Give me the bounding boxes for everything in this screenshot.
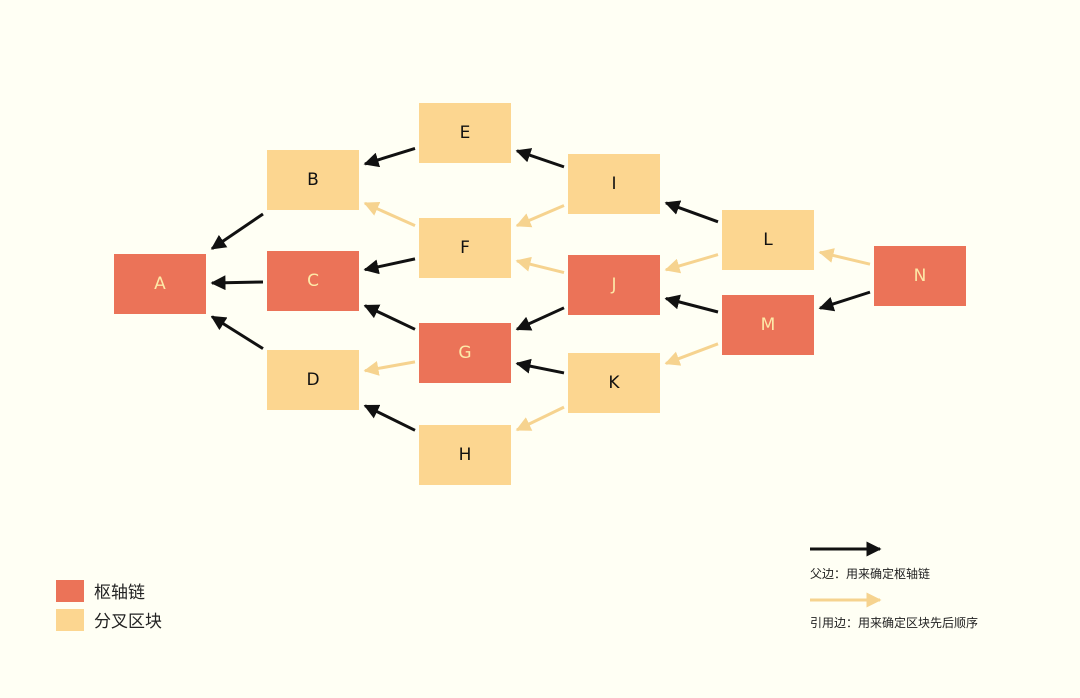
block-j: J (568, 255, 660, 315)
block-label-f: F (460, 238, 470, 258)
ref-edge-n-l (818, 248, 871, 266)
parent-edge-c-a (210, 275, 264, 291)
block-box-n (874, 246, 966, 306)
block-c: C (267, 251, 359, 311)
block-f: F (419, 218, 511, 278)
block-label-l: L (763, 230, 773, 250)
block-box-h (419, 425, 511, 485)
legend-pivot-swatch (56, 579, 84, 602)
parent-edge-m-j (664, 294, 719, 314)
legend-branch-label: 分叉区块 (94, 612, 162, 632)
block-label-k: K (608, 373, 620, 393)
block-d: D (267, 350, 359, 410)
parent-edge-k-g (515, 358, 565, 375)
block-n: N (874, 246, 966, 306)
legend-ref-edge-label: 引用边：用来确定区块先后顺序 (810, 616, 979, 630)
ref-edge-k-h (515, 405, 565, 432)
block-label-g: G (458, 343, 471, 363)
ref-edge-i-f (515, 204, 565, 228)
block-box-j (568, 255, 660, 315)
parent-edge-j-g (515, 306, 565, 331)
legend-pivot-label: 枢轴链 (94, 583, 145, 603)
block-box-l (722, 210, 814, 270)
block-i: I (568, 154, 660, 214)
block-a: A (114, 254, 206, 314)
ref-edge-f-b (363, 201, 416, 228)
ref-edge-g-d (363, 360, 416, 376)
block-label-j: J (610, 275, 616, 295)
block-box-k (568, 353, 660, 413)
block-m: M (722, 295, 814, 355)
block-box-i (568, 154, 660, 214)
nodes-layer: A B C D E F G H I J K L M N (114, 103, 966, 485)
parent-edge-i-e (515, 148, 565, 169)
block-box-c (267, 251, 359, 311)
parent-edge-g-c (363, 304, 416, 331)
parent-edge-h-d (363, 404, 416, 432)
parent-edge-l-i (664, 200, 719, 224)
block-h: H (419, 425, 511, 485)
block-box-a (114, 254, 206, 314)
block-box-g (419, 323, 511, 383)
block-l: L (722, 210, 814, 270)
block-label-n: N (914, 266, 927, 286)
parent-edge-e-b (363, 147, 416, 168)
block-box-e (419, 103, 511, 163)
block-box-f (419, 218, 511, 278)
block-label-d: D (306, 370, 319, 390)
parent-edge-f-c (363, 257, 416, 275)
block-label-b: B (307, 170, 319, 190)
parent-edge-d-a (210, 315, 264, 350)
legend-branch: 分叉区块 (56, 607, 162, 632)
block-e: E (419, 103, 511, 163)
block-box-b (267, 150, 359, 210)
legend-parent-edge-label: 父边：用来确定枢轴链 (810, 567, 931, 581)
parent-edge-b-a (210, 212, 264, 250)
block-label-e: E (460, 123, 471, 143)
block-label-m: M (761, 315, 776, 335)
legend-pivot: 枢轴链 (56, 578, 145, 603)
ref-edge-l-j (664, 253, 719, 274)
block-b: B (267, 150, 359, 210)
block-label-h: H (459, 445, 472, 465)
parent-edge-n-m (818, 290, 871, 312)
ref-edge-m-k (664, 342, 719, 366)
edges-layer (210, 147, 871, 432)
block-g: G (419, 323, 511, 383)
block-box-d (267, 350, 359, 410)
block-label-a: A (154, 274, 166, 294)
block-label-c: C (307, 271, 319, 291)
legend-branch-swatch (56, 608, 84, 631)
ref-edge-j-f (515, 256, 565, 275)
block-box-m (722, 295, 814, 355)
block-label-i: I (611, 174, 616, 194)
block-k: K (568, 353, 660, 413)
